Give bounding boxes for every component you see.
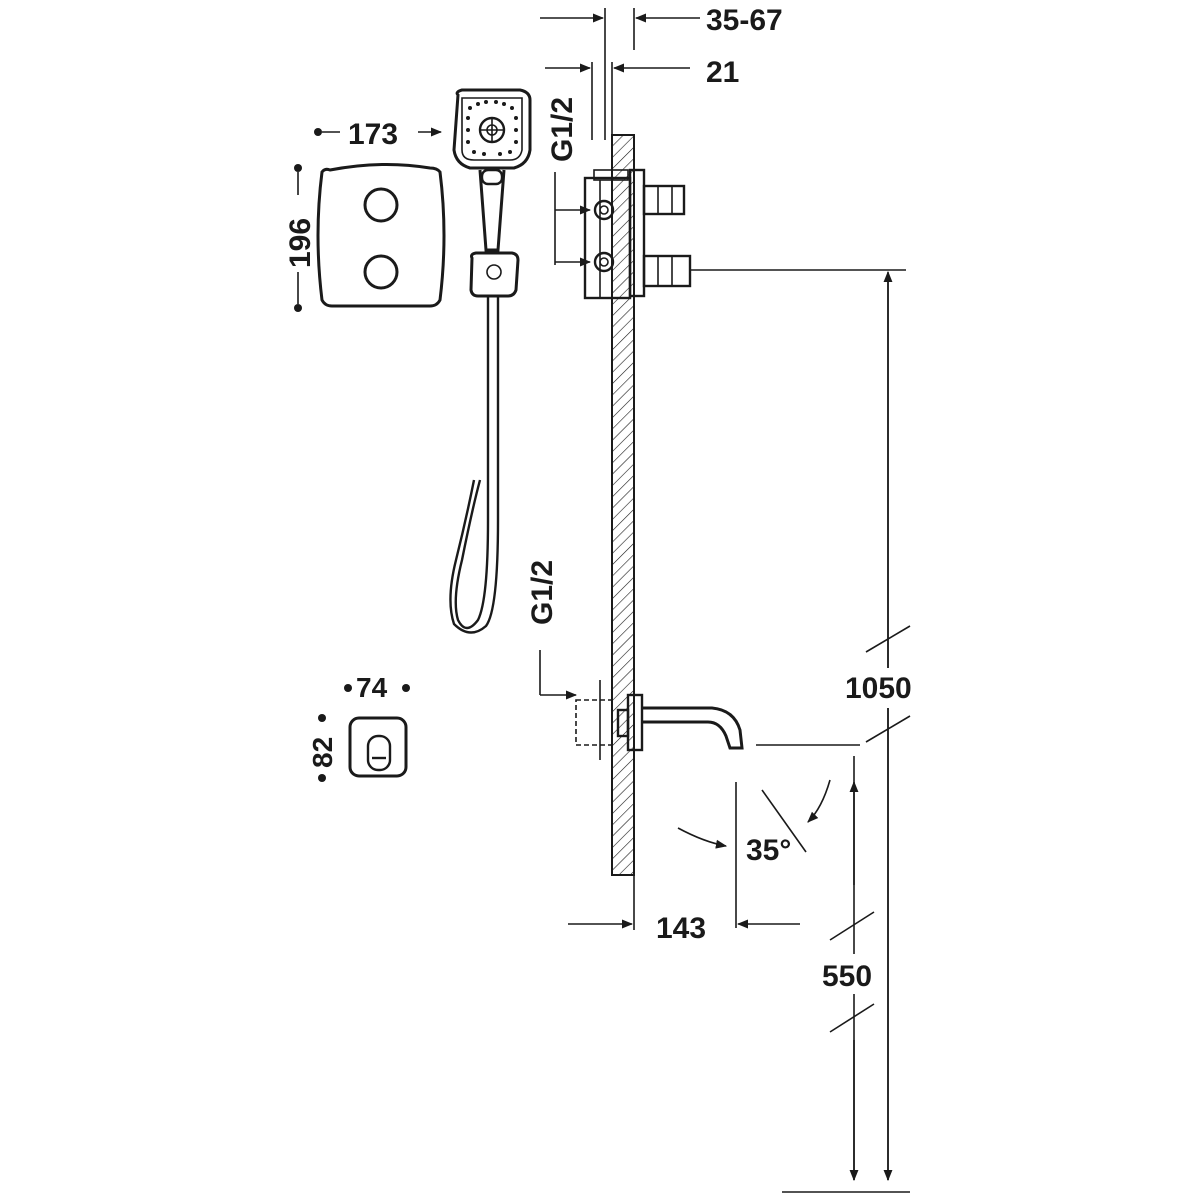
dimension-spout-height: 550 [818, 756, 884, 1182]
dim-35-67-label: 35-67 [706, 4, 783, 37]
flow-knob [363, 254, 399, 290]
dim-1050-label: 1050 [845, 672, 912, 705]
thermostatic-valve-body [554, 168, 692, 300]
dim-143-label: 143 [656, 912, 706, 945]
dim-550-label: 550 [822, 960, 872, 993]
diverter-plate [348, 716, 408, 778]
dimension-mixer-height: 1050 [690, 269, 922, 1182]
dimension-plate-thickness: 21 [545, 56, 739, 140]
dimension-diverter-width: 74 [344, 672, 410, 703]
spout-side-view [539, 650, 744, 760]
hand-shower [449, 88, 532, 634]
shower-nozzles [466, 100, 518, 156]
wall-section [611, 134, 635, 876]
dimension-plate-width: 173 [314, 118, 443, 151]
thermostat-plate [316, 162, 446, 308]
dimension-diverter-height: 82 [307, 714, 338, 782]
dimension-plate-height: 196 [284, 164, 317, 312]
dim-82-label: 82 [307, 737, 338, 768]
connection-top-label: G1/2 [546, 97, 579, 162]
dim-21-label: 21 [706, 56, 739, 89]
dimension-spout-angle: 35° [677, 744, 860, 928]
dimension-spout-projection: 143 [568, 876, 800, 945]
dim-196-label: 196 [284, 218, 317, 268]
dim-173-label: 173 [348, 118, 398, 151]
dim-74-label: 74 [356, 672, 388, 703]
dim-35-angle-label: 35° [746, 834, 791, 867]
dimension-wall-depth: 35-67 [540, 4, 783, 140]
temperature-knob [363, 187, 399, 223]
connection-bottom-label: G1/2 [526, 560, 559, 625]
